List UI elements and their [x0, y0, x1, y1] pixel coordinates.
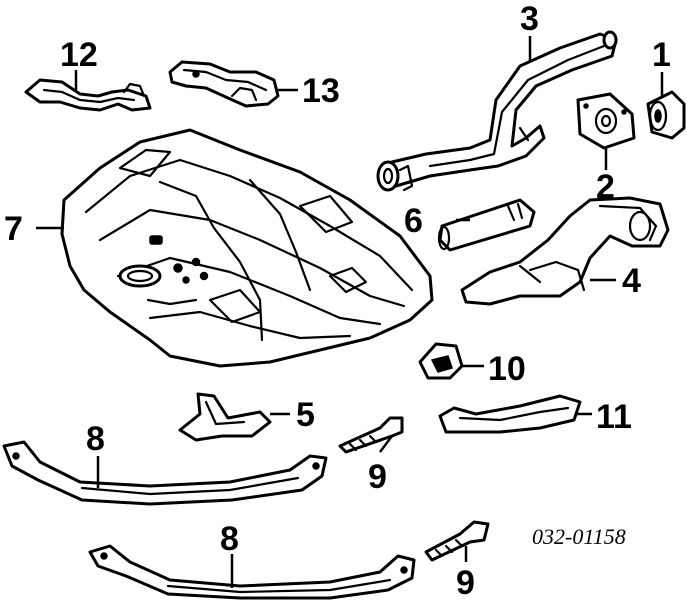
- callout-1: 1: [652, 36, 671, 74]
- bushing-icon: [646, 90, 686, 140]
- part-9-bolt-lower: [424, 520, 490, 562]
- leader-lines: [36, 36, 664, 588]
- callout-12: 12: [60, 36, 98, 74]
- callout-7: 7: [4, 210, 23, 248]
- callout-10: 10: [488, 350, 526, 388]
- callout-11: 11: [596, 398, 632, 436]
- part-11-bracket: [438, 394, 582, 434]
- part-13-bracket: [168, 60, 280, 108]
- callout-9-lower: 9: [456, 564, 475, 600]
- diagram-code: 032-01158: [532, 524, 626, 549]
- part-12-bracket: [24, 78, 152, 112]
- part-5-bracket: [178, 392, 272, 442]
- fuel-tank-icon: [60, 128, 434, 368]
- callout-3: 3: [520, 0, 539, 38]
- callout-8-lower: 8: [220, 520, 239, 558]
- callout-labels: 1 2 3 4 5 6 7 8 8 9 9 10 11 12 13: [4, 0, 671, 600]
- callout-5: 5: [296, 396, 315, 434]
- callout-8-upper: 8: [86, 420, 105, 458]
- callout-9-upper: 9: [368, 458, 387, 496]
- tank-strap-icon: [2, 440, 328, 506]
- callout-4: 4: [622, 262, 641, 300]
- tank-strap-icon-lower: [88, 544, 416, 600]
- part-10-clip: [418, 342, 464, 380]
- part-2-plate: [576, 92, 636, 150]
- callout-2: 2: [596, 168, 615, 206]
- filler-pipe-icon: [376, 30, 618, 192]
- part-4-housing: [460, 196, 670, 306]
- callout-13: 13: [302, 72, 340, 110]
- callout-6: 6: [404, 202, 423, 240]
- part-9-bolt-upper: [338, 416, 404, 454]
- part-6-hose: [437, 198, 536, 252]
